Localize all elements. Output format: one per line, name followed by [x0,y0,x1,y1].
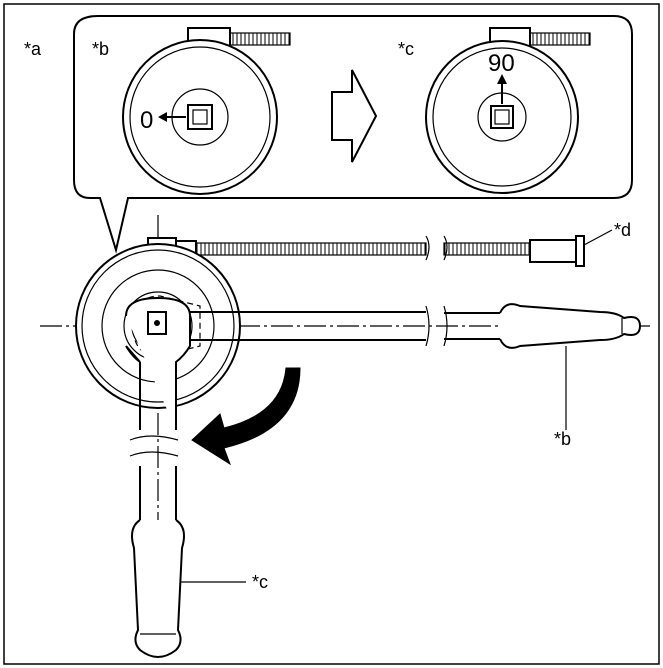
wrench-after-position [125,296,191,658]
wrench-before-position [134,295,642,357]
label-c-detail: *c [398,39,414,59]
label-b-detail: *b [92,39,109,59]
detail-gauge-after [425,27,591,194]
leader-d [583,229,613,246]
label-a: *a [24,39,42,59]
sequence-arrow [331,69,378,163]
end-mark-ninety: 90 [488,50,515,77]
detail-gauge-before [122,27,291,195]
start-mark-zero: 0 [140,107,153,134]
rotation-direction-arrow [191,367,301,466]
label-c-main: *c [252,572,268,592]
label-d: *d [614,220,631,240]
label-b-main: *b [554,429,571,449]
